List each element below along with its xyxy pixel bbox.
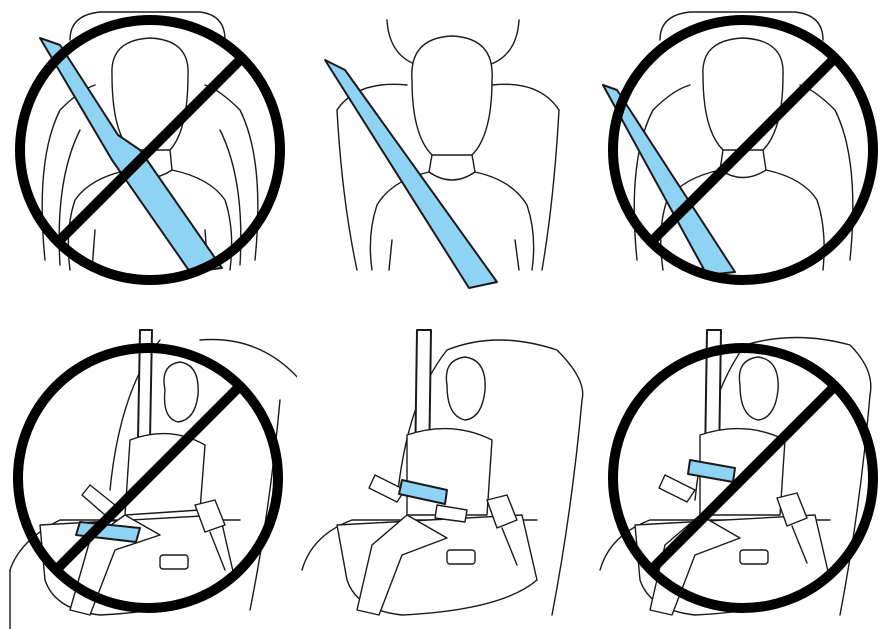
vehicle-seat bbox=[301, 339, 584, 616]
prohibition-sign bbox=[608, 343, 878, 613]
prohibition-sign bbox=[608, 15, 878, 285]
adult-belt-across-neck-icon bbox=[0, 0, 297, 300]
lap-belt bbox=[398, 479, 448, 505]
shoulder-belt bbox=[324, 59, 498, 289]
child-booster-belt-low-icon bbox=[0, 310, 297, 629]
buckle bbox=[776, 492, 808, 564]
prohibition-sign bbox=[15, 15, 285, 285]
child-booster-belt-high-icon bbox=[595, 310, 892, 629]
prohibition-sign bbox=[13, 343, 283, 613]
seat-outline bbox=[336, 19, 560, 271]
shoulder-belt bbox=[602, 84, 736, 276]
buckle bbox=[486, 494, 518, 566]
adult-figure bbox=[369, 35, 535, 271]
child-booster-belt-correct-icon bbox=[297, 310, 595, 629]
buckle bbox=[194, 499, 226, 571]
adult-belt-off-shoulder-icon bbox=[595, 0, 892, 300]
adult-belt-correct-icon bbox=[297, 0, 595, 300]
